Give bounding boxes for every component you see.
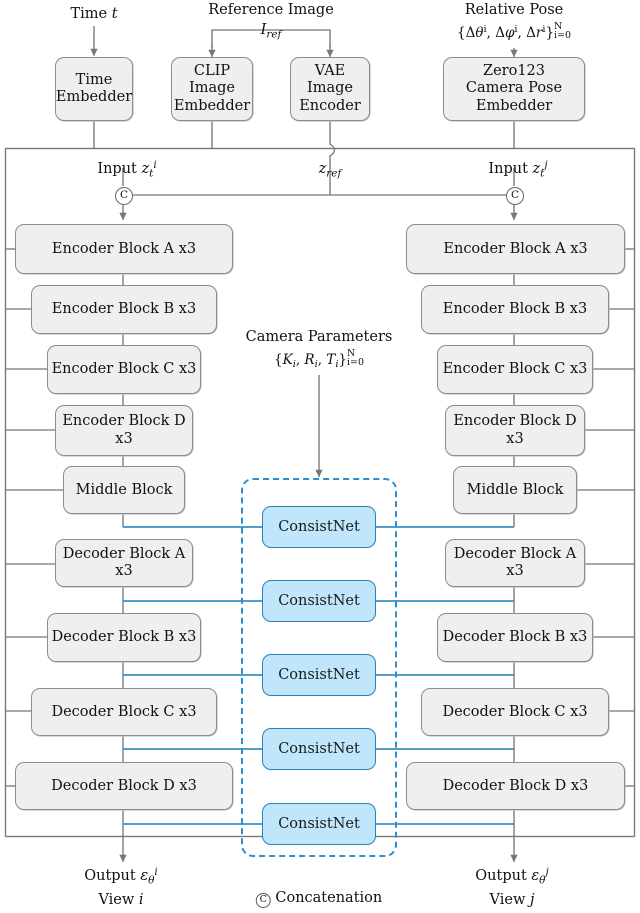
block-label: Encoder Block C x3 [442,361,588,378]
left-concatenation-icon: C [115,187,133,205]
reference-image-label: Reference Image [208,2,334,18]
consistnet-label: ConsistNet [278,667,360,683]
block-label: Encoder Block A x3 [51,240,197,257]
left-encoder-block-a[interactable]: Encoder Block A x3 [15,224,233,274]
right-encoder-block-c[interactable]: Encoder Block C x3 [437,345,593,394]
consistnet-block-5[interactable]: ConsistNet [262,803,376,845]
right-view-label: View j [489,892,535,908]
concatenation-legend-icon: C [255,892,271,908]
right-decoder-block-b[interactable]: Decoder Block B x3 [437,613,593,662]
consistnet-label: ConsistNet [278,593,360,609]
right-encoder-block-a[interactable]: Encoder Block A x3 [406,224,625,274]
consistnet-label: ConsistNet [278,519,360,535]
right-encoder-block-b[interactable]: Encoder Block B x3 [421,285,609,334]
block-label: Decoder Block D x3 [51,777,197,794]
right-decoder-block-c[interactable]: Decoder Block C x3 [421,688,609,736]
right-output-label: Output εθj [475,866,549,887]
left-encoder-block-b[interactable]: Encoder Block B x3 [31,285,217,334]
legend-concatenation: C Concatenation [255,890,383,908]
block-label: Decoder Block B x3 [51,629,197,646]
consistnet-group-container [241,478,397,857]
right-concatenation-icon: C [506,187,524,205]
time-input-label: Time t [70,6,118,22]
left-middle-block[interactable]: Middle Block [63,466,185,514]
block-label: Decoder Block C x3 [51,703,197,720]
consistnet-label: ConsistNet [278,816,360,832]
block-label: Encoder Block B x3 [442,301,588,318]
consistnet-label: ConsistNet [278,741,360,757]
block-label: Decoder Block C x3 [442,703,588,720]
block-label: Middle Block [75,481,173,498]
legend-text: Concatenation [275,890,383,906]
block-label: Encoder Block B x3 [51,301,197,318]
left-encoder-block-c[interactable]: Encoder Block C x3 [47,345,201,394]
block-label: Middle Block [466,481,564,498]
left-view-label: View i [98,892,144,908]
left-output-label: Output εθi [84,866,158,887]
reference-image-symbol: Iref [260,22,282,41]
consistnet-block-3[interactable]: ConsistNet [262,654,376,696]
left-decoder-block-d[interactable]: Decoder Block D x3 [15,762,233,810]
left-input-label: Input zti [97,159,157,180]
consistnet-block-1[interactable]: ConsistNet [262,506,376,548]
block-label: Encoder Block A x3 [443,240,588,257]
zref-label: zref [318,161,342,180]
block-label: Decoder Block B x3 [442,629,588,646]
right-input-label: Input ztj [488,159,548,180]
consistnet-block-2[interactable]: ConsistNet [262,580,376,622]
right-middle-block[interactable]: Middle Block [453,466,577,514]
consistnet-block-4[interactable]: ConsistNet [262,728,376,770]
right-decoder-block-d[interactable]: Decoder Block D x3 [406,762,625,810]
block-label: Decoder Block D x3 [442,777,589,794]
block-label: Encoder Block C x3 [51,361,197,378]
left-decoder-block-c[interactable]: Decoder Block C x3 [31,688,217,736]
camera-parameters-title: Camera Parameters [245,329,393,345]
relative-pose-label: Relative Pose [464,2,564,18]
left-decoder-block-b[interactable]: Decoder Block B x3 [47,613,201,662]
